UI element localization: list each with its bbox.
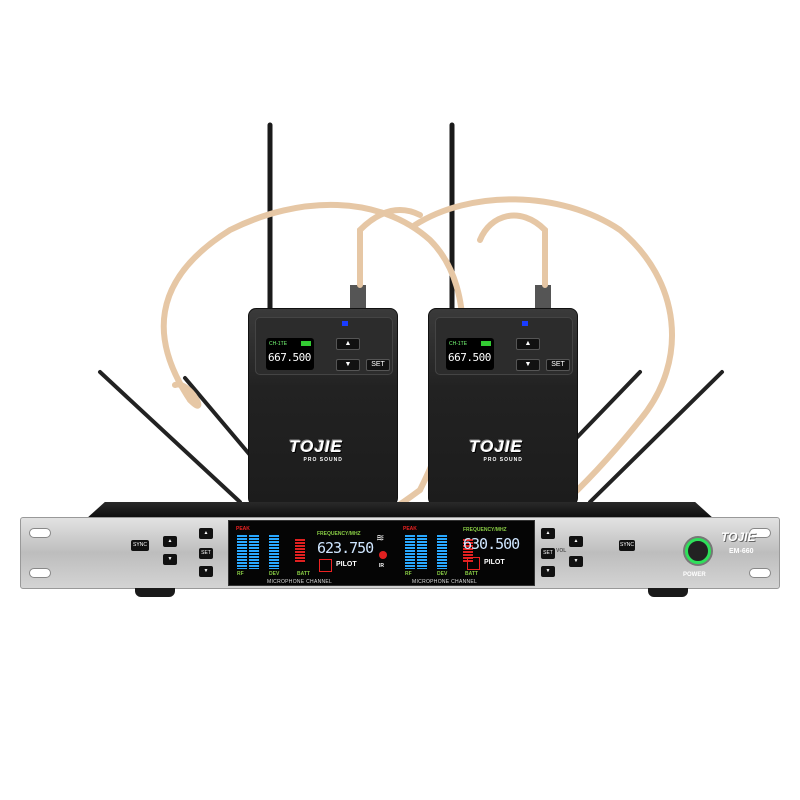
bodypack-screen: CH-1TE 667.500 (266, 338, 314, 370)
down-button[interactable]: ▼ (336, 359, 360, 371)
ch1-down-button[interactable]: ▼ (199, 566, 213, 577)
power-button[interactable] (685, 538, 711, 564)
ch2-vol-up-button[interactable]: ▲ (569, 536, 583, 547)
channel-status: CH-1TE (449, 341, 468, 347)
battery-icon (481, 341, 491, 346)
ch1-frequency: 623.750 (317, 539, 374, 557)
ch1-vol-up-button[interactable]: ▲ (163, 536, 177, 547)
model-label: EM-660 (729, 548, 754, 555)
battery-icon (301, 341, 311, 346)
foot (648, 588, 688, 597)
ch2-set-button[interactable]: SET (541, 548, 555, 559)
up-button[interactable]: ▲ (336, 338, 360, 350)
ch2-frequency: 630.500 (463, 535, 520, 553)
vol-label: VOL (556, 548, 567, 554)
ir-sensor (379, 551, 387, 559)
sync-button[interactable]: SYNC (131, 540, 149, 551)
frequency-readout: 667.500 (448, 351, 491, 364)
channel-status: CH-1TE (269, 341, 288, 347)
up-button[interactable]: ▲ (516, 338, 540, 350)
headset-microphones (160, 196, 676, 545)
ch2-up-button[interactable]: ▲ (541, 528, 555, 539)
ch2-vol-down-button[interactable]: ▼ (569, 556, 583, 567)
dev-meter (269, 535, 279, 569)
bodypack-screen: CH-1TE 667.500 (446, 338, 494, 370)
wireless-icon: ≋ (376, 533, 385, 544)
sync-button-2[interactable]: SYNC (619, 540, 635, 551)
frequency-readout: 667.500 (268, 351, 311, 364)
status-led (522, 321, 528, 326)
receiver-antennas (98, 370, 724, 504)
ch1-set-button[interactable]: SET (199, 548, 213, 559)
foot (135, 588, 175, 597)
batt-meter (295, 539, 305, 563)
brand-logo: TOJIE (721, 530, 756, 544)
receiver-top (86, 502, 714, 519)
status-led (342, 321, 348, 326)
power-label: POWER (683, 572, 706, 578)
set-button[interactable]: SET (546, 359, 570, 371)
ch1-up-button[interactable]: ▲ (199, 528, 213, 539)
ch2-down-button[interactable]: ▼ (541, 566, 555, 577)
set-button[interactable]: SET (366, 359, 390, 371)
receiver-display: PEAK RF DEV BATT FREQUENCY/MHZ 623.750 P… (228, 520, 535, 586)
ch1-vol-down-button[interactable]: ▼ (163, 554, 177, 565)
rf-meter (249, 535, 259, 569)
down-button[interactable]: ▼ (516, 359, 540, 371)
rf-meter (237, 535, 247, 569)
